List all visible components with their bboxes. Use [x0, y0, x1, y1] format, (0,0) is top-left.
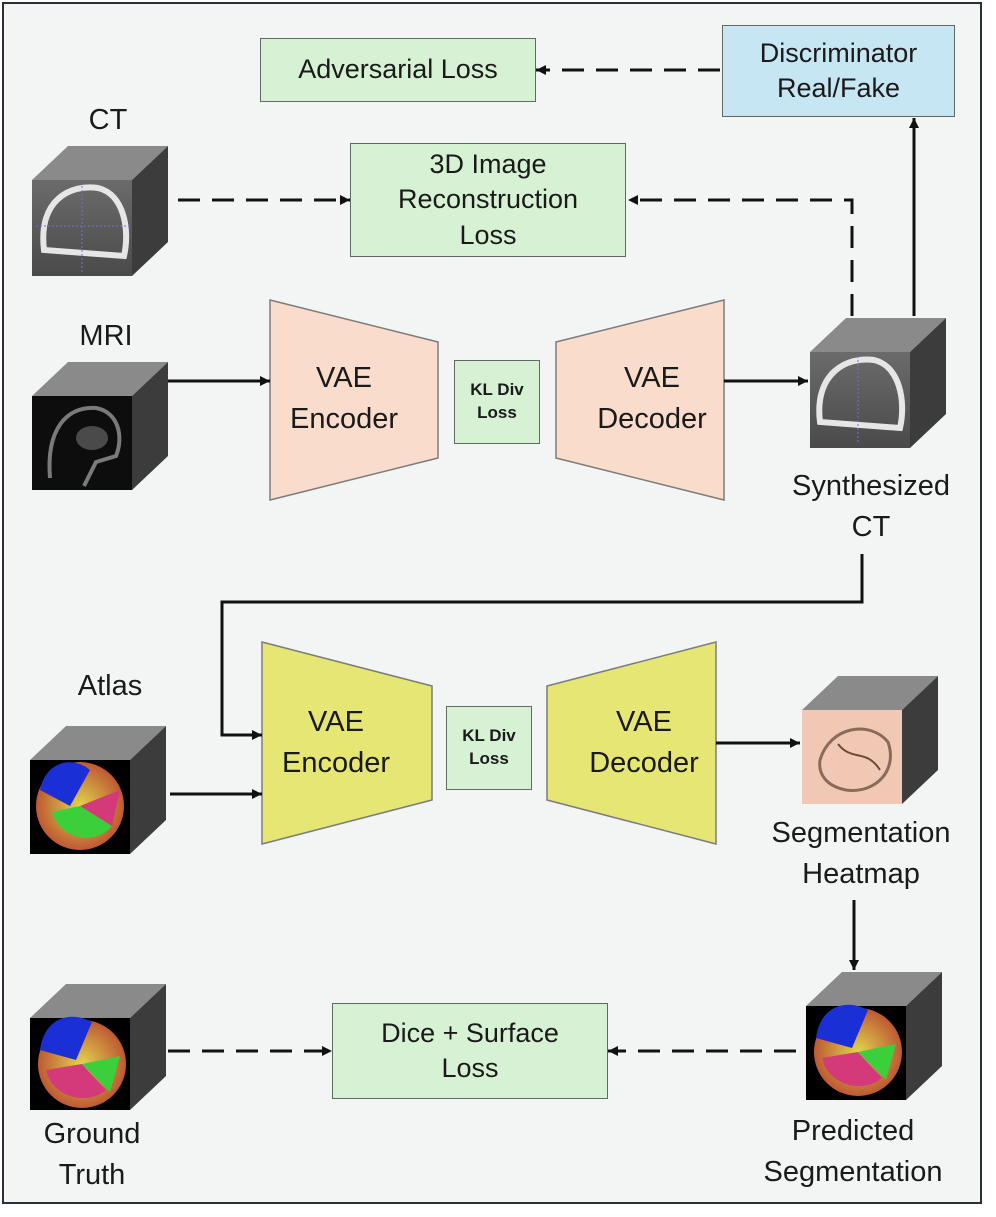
top-encoder-line2: Encoder: [289, 402, 398, 435]
top-vae-encoder-label: VAE Encoder: [264, 358, 424, 439]
bottom-decoder-line2: Decoder: [589, 746, 699, 779]
ground-truth-line1: Ground: [43, 1118, 141, 1150]
arrow-synth-to-bottom-encoder: [220, 554, 864, 740]
heatmap-cube-top: [802, 676, 938, 710]
predicted-line1: Predicted: [791, 1115, 915, 1147]
bottom-kl-line2: Loss: [469, 749, 509, 768]
top-decoder-line2: Decoder: [597, 402, 707, 435]
atlas-label: Atlas: [77, 670, 143, 702]
synth-cube-front: [810, 352, 910, 448]
predicted-cube: [806, 972, 942, 1100]
bottom-vae-decoder-label: VAE Decoder: [564, 702, 724, 783]
ct-cube-side: [132, 146, 168, 276]
bottom-encoder-line2: Encoder: [281, 746, 390, 779]
mri-cube-side: [132, 362, 168, 490]
top-decoder-line1: VAE: [624, 362, 680, 394]
synthesized-line2: CT: [851, 510, 891, 543]
ct-skull-shape: [40, 184, 130, 260]
top-encoder-line1: VAE: [316, 362, 372, 394]
synthesized-ct-label: Synthesized CT: [770, 466, 972, 547]
adversarial-loss-box: Adversarial Loss: [260, 38, 536, 102]
synthesized-line1: Synthesized: [792, 470, 950, 502]
dice-surface-loss-box: Dice + Surface Loss: [332, 1003, 608, 1099]
gt-cube-top: [30, 984, 166, 1018]
recon-line2: Reconstruction: [397, 184, 579, 215]
ct-cube: [32, 146, 168, 276]
dice-line2: Loss: [441, 1053, 499, 1083]
top-kl-line1: KL Div: [470, 380, 524, 400]
mri-label: MRI: [79, 320, 133, 352]
synth-cube-top: [810, 318, 946, 352]
dice-line1: Dice + Surface: [381, 1017, 559, 1048]
mri-cube-top: [32, 362, 168, 396]
bottom-vae-decoder-shape: [546, 641, 717, 845]
bottom-vae-encoder-shape: [261, 641, 433, 845]
atlas-cube-top: [30, 726, 166, 760]
synth-cube-side: [910, 318, 946, 448]
pred-cube-top: [806, 972, 942, 1006]
top-vae-decoder-label: VAE Decoder: [572, 358, 732, 439]
segmentation-heatmap-label: Segmentation Heatmap: [748, 813, 974, 894]
atlas-cube-side: [130, 726, 166, 854]
bottom-decoder-line1: VAE: [616, 706, 672, 738]
discriminator-box: Discriminator Real/Fake: [722, 25, 955, 117]
arrow-synth-to-recon: [628, 195, 854, 316]
heatmap-line2: Heatmap: [802, 857, 920, 890]
synth-skull-shape: [816, 356, 906, 432]
synthesized-ct-cube: [810, 318, 946, 448]
ct-label: CT: [88, 104, 128, 136]
top-vae-encoder-shape: [269, 299, 439, 501]
ground-truth-line2: Truth: [58, 1158, 126, 1191]
predicted-segmentation-label: Predicted Segmentation: [740, 1111, 966, 1192]
top-vae-decoder-shape: [555, 299, 725, 501]
mri-head-outline: [47, 405, 122, 487]
recon-line3: Loss: [459, 219, 517, 250]
ground-truth-label: Ground Truth: [22, 1114, 162, 1195]
bottom-kl-line1: KL Div: [462, 726, 516, 746]
top-kl-line2: Loss: [477, 403, 517, 422]
bottom-vae-encoder-label: VAE Encoder: [256, 702, 416, 783]
discriminator-line2: Real/Fake: [776, 73, 901, 103]
mri-cube: [32, 362, 168, 490]
bottom-kl-loss-box: KL Div Loss: [446, 706, 532, 790]
atlas-cube: [30, 726, 166, 854]
ct-cube-top: [32, 146, 168, 180]
heatmap-cube-front: [802, 710, 902, 804]
discriminator-line1: Discriminator: [759, 37, 918, 68]
recon-line1: 3D Image: [429, 149, 547, 180]
ground-truth-cube: [30, 984, 166, 1110]
heatmap-cube-side: [902, 676, 938, 804]
reconstruction-loss-box: 3D Image Reconstruction Loss: [350, 143, 626, 257]
heatmap-cube: [802, 676, 938, 804]
adversarial-loss-label: Adversarial Loss: [298, 54, 498, 85]
bottom-encoder-line1: VAE: [308, 706, 364, 738]
heatmap-line1: Segmentation: [771, 817, 951, 849]
top-kl-loss-box: KL Div Loss: [454, 360, 540, 444]
predicted-line2: Segmentation: [763, 1155, 943, 1188]
gt-cube-side: [130, 984, 166, 1110]
pred-cube-side: [906, 972, 942, 1100]
